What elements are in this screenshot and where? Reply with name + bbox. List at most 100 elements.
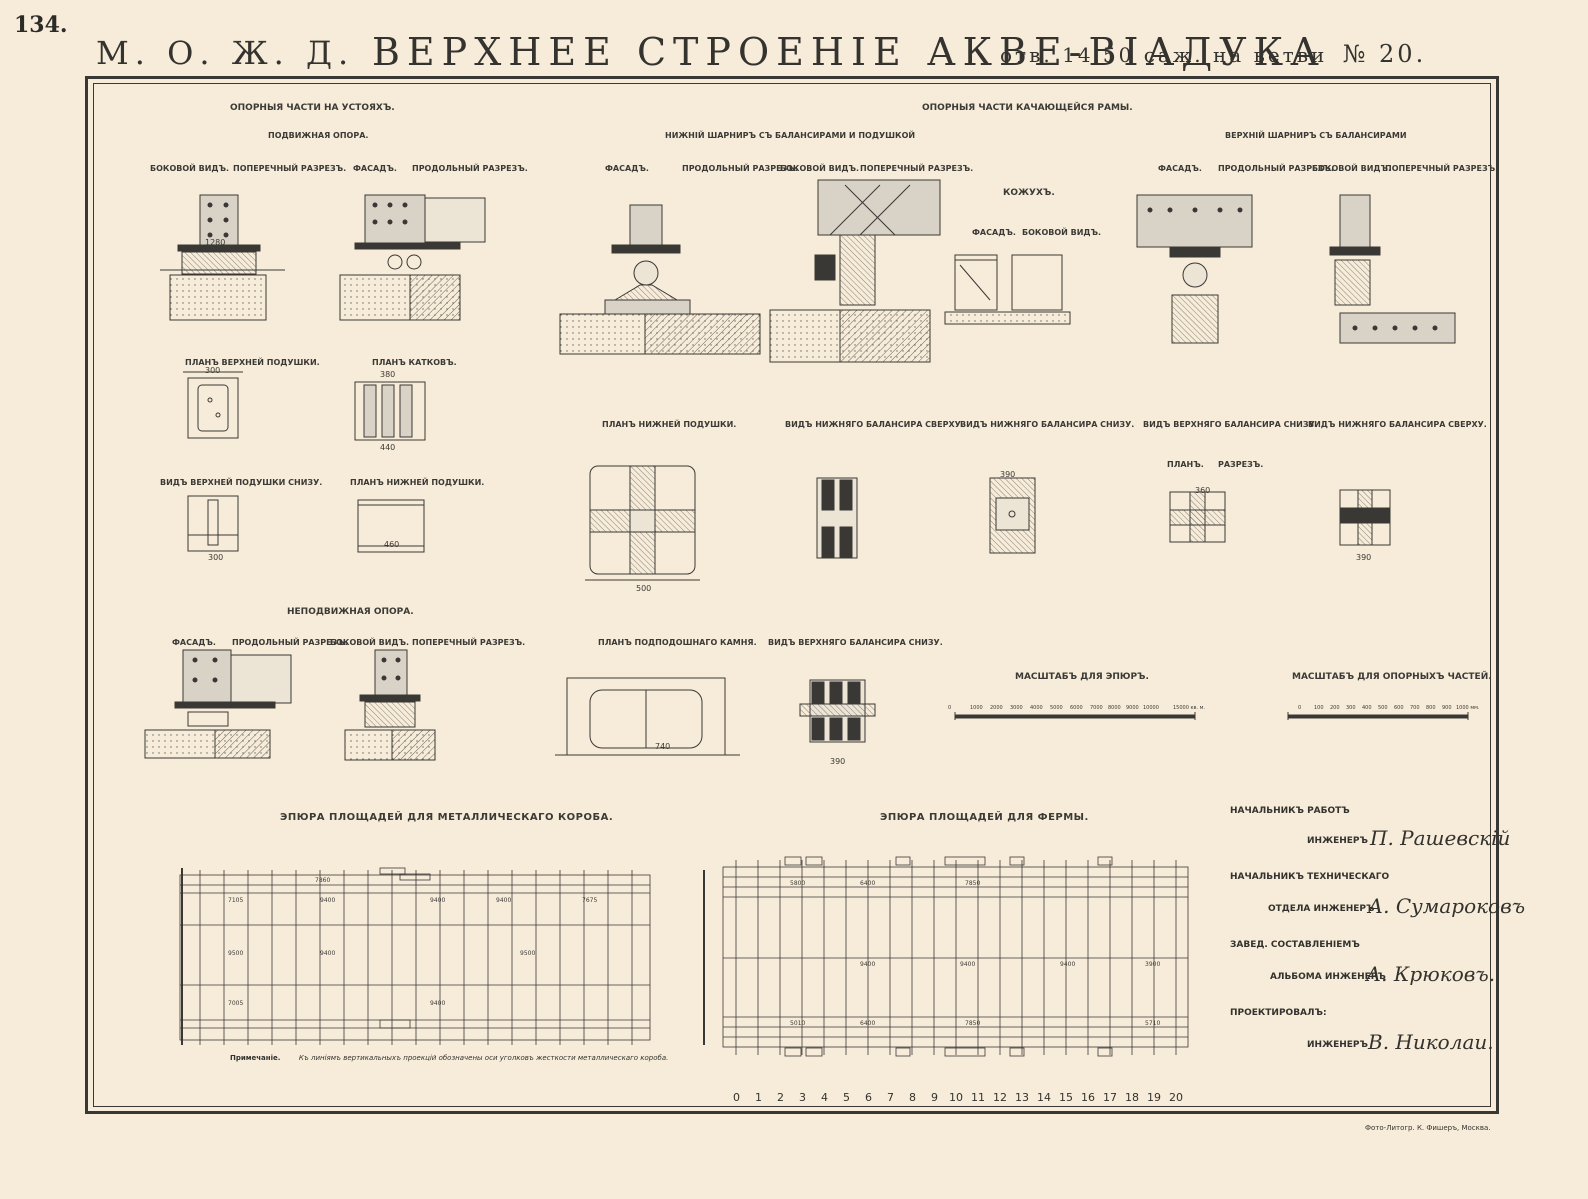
box-value: 9400 [430, 897, 446, 904]
scale-bearings-ticks: 0 100 200 300 400 500 600 700 800 900 10… [1298, 705, 1480, 715]
scale-tick: 5000 [1050, 705, 1063, 711]
scale-tick: 600 [1394, 705, 1404, 711]
scale-tick: 0 [1298, 705, 1302, 711]
truss-value: 5710 [1145, 1020, 1161, 1027]
scale-tick: 800 [1426, 705, 1436, 711]
note-label: Примечанiе. [230, 1054, 281, 1062]
axis-tick: 20 [1169, 1091, 1183, 1104]
signature-role-4: ПРОЕКТИРОВАЛЪ: [1230, 1008, 1327, 1018]
section-rocking-frame-bearings: ОПОРНЫЯ ЧАСТИ КАЧАЮЩЕЙСЯ РАМЫ. [922, 103, 1133, 113]
label-plan-lower-cushion-1: ПЛАНЪ НИЖНЕЙ ПОДУШКИ. [350, 478, 485, 487]
scale-tick: 1000 мм. [1456, 705, 1480, 711]
truss-value: 9400 [860, 961, 876, 968]
axis-tick: 9 [931, 1091, 938, 1104]
label-upper-balancer-below-1: ВИДЪ ВЕРХНЯГО БАЛАНСИРА СНИЗУ. [1143, 420, 1318, 429]
signature-role-1: НАЧАЛЬНИКЪ РАБОТЪ [1230, 806, 1350, 816]
axis-tick: 7 [887, 1091, 894, 1104]
section-scale-diagrams: МАСШТАБЪ ДЛЯ ЭПЮРЪ. [1015, 672, 1149, 682]
scale-tick: 15000 кв. м. [1173, 705, 1206, 711]
printer-credit: Фото-Литогр. К. Фишеръ, Москва. [1365, 1124, 1491, 1132]
label-long-section-2: ПРОДОЛЬНЫЙ РАЗРЕЗЪ. [682, 164, 798, 173]
label-long-section-1: ПРОДОЛЬНЫЙ РАЗРЕЗЪ. [412, 164, 528, 173]
subtitle-number: № 20. [1342, 40, 1427, 68]
truss-value: 9400 [960, 961, 976, 968]
axis-tick: 1 [755, 1091, 762, 1104]
axis-tick: 4 [821, 1091, 828, 1104]
signature-title-2: ОТДЕЛА ИНЖЕНЕРЪ [1268, 904, 1375, 914]
axis-tick: 0 [733, 1091, 740, 1104]
section-upper-hinge: ВЕРХНIЙ ШАРНИРЪ СЪ БАЛАНСИРАМИ [1225, 131, 1407, 140]
axis-tick: 17 [1103, 1091, 1117, 1104]
scale-tick: 400 [1362, 705, 1372, 711]
scale-tick: 4000 [1030, 705, 1043, 711]
box-value: 9400 [320, 950, 336, 957]
section-area-diagram-truss: ЭПЮРА ПЛОЩАДЕЙ ДЛЯ ФЕРМЫ. [880, 812, 1089, 823]
scale-tick: 3000 [1010, 705, 1023, 711]
label-facade-3: ФАСАДЪ. [1158, 164, 1202, 173]
label-upper-cushion-below: ВИДЪ ВЕРХНЕЙ ПОДУШКИ СНИЗУ. [160, 478, 323, 487]
label-facade-2: ФАСАДЪ. [605, 164, 649, 173]
box-value: 9400 [430, 1000, 446, 1007]
sheet-title: ВЕРХНЕЕ СТРОЕНIЕ АКВЕ-ВIАДУКА [372, 30, 1326, 74]
box-value: 7860 [315, 877, 331, 884]
axis-tick: 14 [1037, 1091, 1051, 1104]
dim-upper-cushion: 300 [205, 366, 221, 375]
sheet-subtitle: отв. 14,50 саж. на ветви № 20. [1000, 40, 1426, 68]
axis-tick: 13 [1015, 1091, 1029, 1104]
scale-tick: 2000 [990, 705, 1003, 711]
axis-tick: 15 [1059, 1091, 1073, 1104]
drawing-frame-inner [93, 83, 1491, 1107]
scale-tick: 500 [1378, 705, 1388, 711]
box-value: 9400 [496, 897, 512, 904]
signature-name-1: П. Рашевскiй [1370, 826, 1511, 850]
label-cross-section-2: ПОПЕРЕЧНЫЙ РАЗРЕЗЪ. [860, 164, 974, 173]
signature-name-3: А. Крюковъ. [1366, 962, 1496, 986]
box-value: 9500 [520, 950, 536, 957]
axis-tick: 19 [1147, 1091, 1161, 1104]
signature-title-4: ИНЖЕНЕРЪ [1307, 1040, 1368, 1050]
axis-tick: 11 [971, 1091, 985, 1104]
scale-tick: 10000 [1143, 705, 1159, 711]
railway-abbreviation: М. О. Ж. Д. [96, 34, 355, 72]
label-lower-balancer-top: ВИДЪ НИЖНЯГО БАЛАНСИРА СВЕРХУ. [785, 420, 964, 429]
scale-tick: 9000 [1126, 705, 1139, 711]
truss-axis: 0 1 2 3 4 5 6 7 8 9 10 11 12 13 14 15 16… [733, 1091, 1193, 1105]
scale-tick: 6000 [1070, 705, 1083, 711]
dim-rollers: 380 [380, 370, 396, 379]
section-fixed-support: НЕПОДВИЖНАЯ ОПОРА. [287, 607, 414, 617]
dim-bed-stone: 740 [655, 742, 671, 751]
axis-tick: 6 [865, 1091, 872, 1104]
scale-tick: 8000 [1108, 705, 1121, 711]
label-side-view-casing: БОКОВОЙ ВИДЪ. [1022, 228, 1102, 237]
scale-tick: 1000 [970, 705, 983, 711]
truss-value: 7850 [965, 1020, 981, 1027]
scale-tick: 0 [948, 705, 952, 711]
drawing-frame-outer [85, 76, 1499, 1114]
truss-value: 6400 [860, 1020, 876, 1027]
truss-value: 3900 [1145, 961, 1161, 968]
dim-upper-balancer-3: 390 [830, 757, 846, 766]
scale-tick: 900 [1442, 705, 1452, 711]
label-plan-bed-stone: ПЛАНЪ ПОДПОДОШНАГО КАМНЯ. [598, 638, 757, 647]
scale-tick: 7000 [1090, 705, 1103, 711]
truss-value: 9400 [1060, 961, 1076, 968]
label-plan: ПЛАНЪ. [1167, 460, 1204, 469]
label-long-section-4: ПРОДОЛЬНЫЙ РАЗРЕЗЪ. [232, 638, 348, 647]
axis-tick: 2 [777, 1091, 784, 1104]
scale-tick: 700 [1410, 705, 1420, 711]
label-facade-1: ФАСАДЪ. [353, 164, 397, 173]
axis-tick: 16 [1081, 1091, 1095, 1104]
section-lower-hinge: НИЖНIЙ ШАРНИРЪ СЪ БАЛАНСИРАМИ И ПОДУШКОЙ [665, 131, 916, 140]
axis-tick: 3 [799, 1091, 806, 1104]
label-side-view-3: БОКОВОЙ ВИДЪ. [1312, 164, 1392, 173]
label-facade-4: ФАСАДЪ. [172, 638, 216, 647]
label-upper-balancer-below-2: ВИДЪ ВЕРХНЯГО БАЛАНСИРА СНИЗУ. [768, 638, 943, 647]
label-plan-lower-cushion-2: ПЛАНЪ НИЖНЕЙ ПОДУШКИ. [602, 420, 737, 429]
subtitle-span: 14,50 [1062, 43, 1135, 67]
signature-role-3: ЗАВЕД. СОСТАВЛЕНIЕМЪ [1230, 940, 1360, 950]
page-number: 134. [14, 12, 68, 38]
section-movable-support: ПОДВИЖНАЯ ОПОРА. [268, 131, 369, 140]
box-value: 9500 [228, 950, 244, 957]
dim-lower-cushion: 460 [384, 540, 400, 549]
scale-tick: 300 [1346, 705, 1356, 711]
